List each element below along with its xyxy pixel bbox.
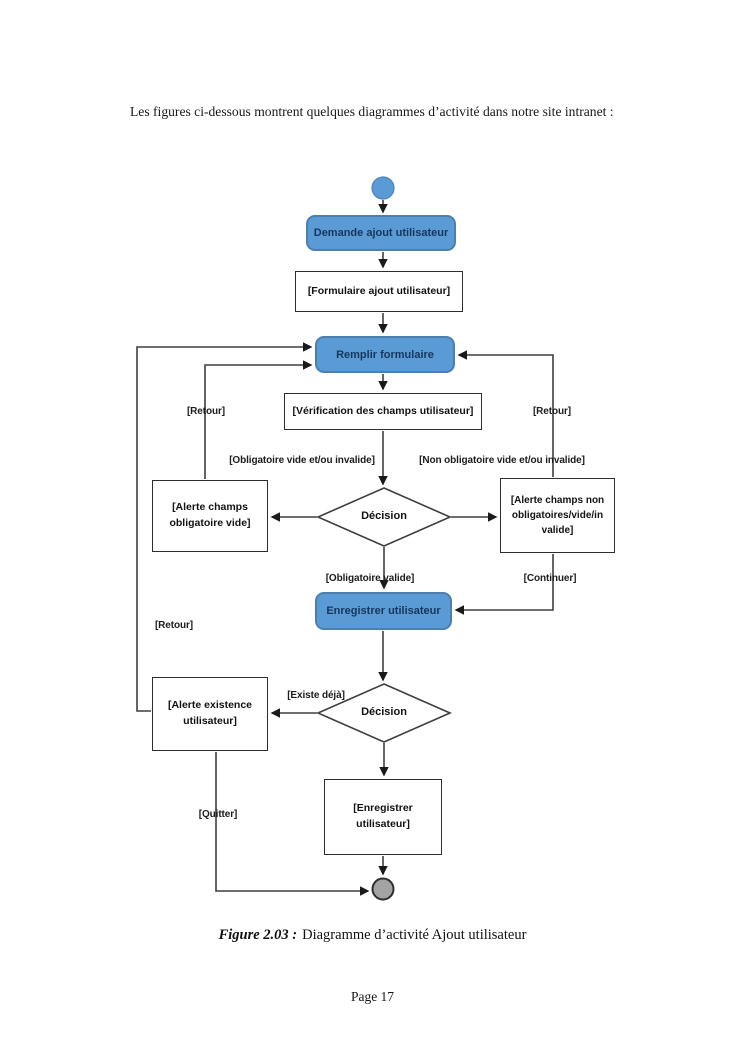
edge-label-retour-right: [Retour] [532, 406, 572, 417]
figure-caption-text: Diagramme d’activité Ajout utilisateur [302, 927, 527, 943]
figure-caption-label: Figure 2.03 : [218, 927, 298, 943]
edge-label-continuer: [Continuer] [523, 573, 577, 584]
decision-1-shape [316, 487, 452, 547]
state-formulaire-ajout-utilisateur: [Formulaire ajout utilisateur] [295, 271, 463, 312]
edge-continuer [454, 554, 554, 615]
end-node [371, 877, 395, 901]
action-remplir-formulaire: Remplir formulaire [315, 336, 455, 373]
page-number: Page 17 [350, 989, 395, 1004]
intro-paragraph: Les figures ci-dessous montrent quelques… [130, 104, 614, 119]
state-alerte-existence-utilisateur: [Alerte existence utilisateur] [152, 677, 268, 751]
start-node [371, 176, 395, 200]
edge-label-existe-deja: [Existe déjà] [287, 690, 345, 701]
edge-label-quitter: [Quitter] [198, 809, 238, 820]
edge-quitter [215, 752, 370, 896]
state-alerte-champs-obligatoire-vide: [Alerte champs obligatoire vide] [152, 480, 268, 552]
state-enregistrer-utilisateur-final: [Enregistrer utilisateur] [324, 779, 442, 855]
decision-2-label: Décision [361, 706, 407, 718]
action-enregistrer-utilisateur: Enregistrer utilisateur [315, 592, 452, 630]
edge-label-retour-far-left: [Retour] [154, 620, 194, 631]
edge-retour-right [457, 350, 554, 477]
action-demande-ajout-utilisateur: Demande ajout utilisateur [306, 215, 456, 251]
state-verification-champs: [Vérification des champs utilisateur] [284, 393, 482, 430]
figure-caption: Figure 2.03 :Diagramme d’activité Ajout … [0, 927, 745, 944]
edge-retour-left [204, 360, 313, 479]
state-alerte-champs-non-obligatoires: [Alerte champs non obligatoires/vide/in … [500, 478, 615, 553]
edge-retour-far-left [136, 342, 313, 712]
edge-label-obligatoire-valide: [Obligatoire valide] [325, 573, 415, 584]
edge-label-non-obligatoire-invalide: [Non obligatoire vide et/ou invalide] [419, 455, 585, 466]
decision-1-label: Décision [361, 510, 407, 522]
edge-label-obligatoire-invalide: [Obligatoire vide et/ou invalide] [229, 455, 375, 466]
edge-label-retour-left: [Retour] [186, 406, 226, 417]
decision-2-shape [316, 683, 452, 743]
